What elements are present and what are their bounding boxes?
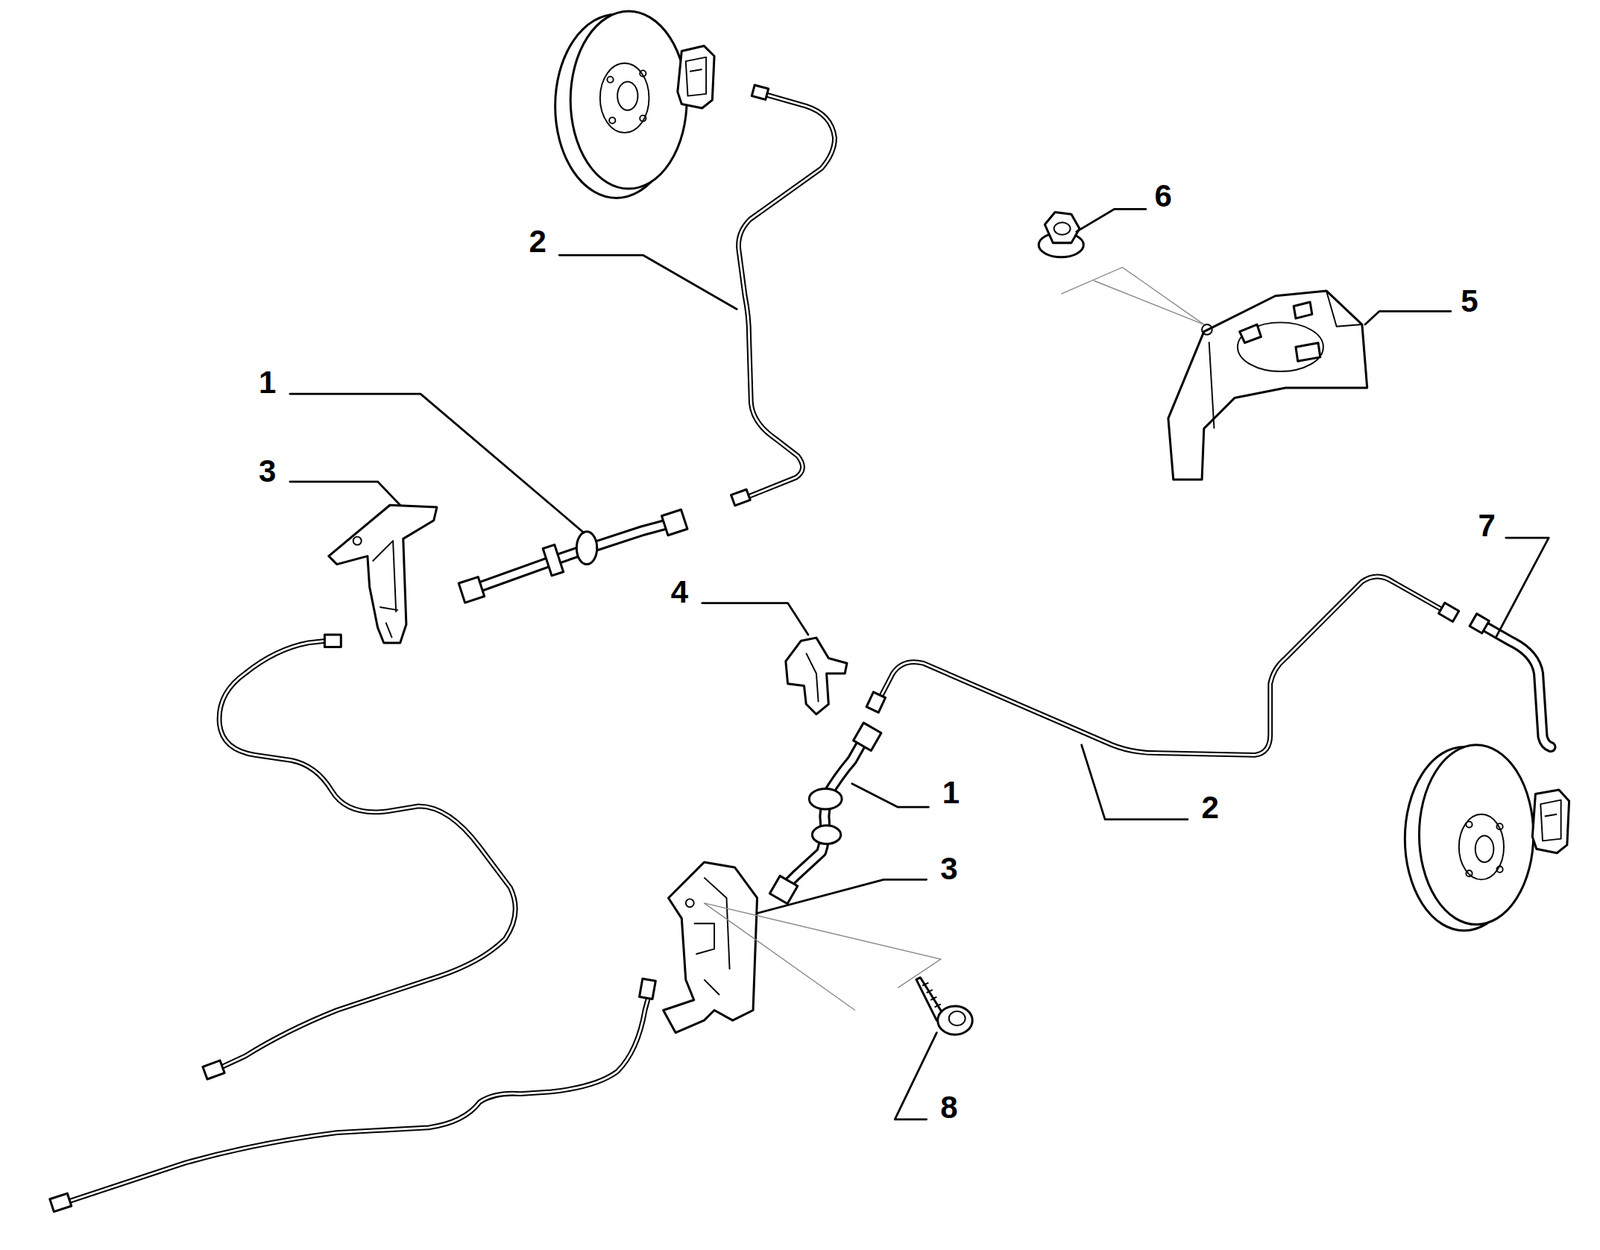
brake-disc: [555, 11, 715, 198]
callout-number: 6: [1153, 180, 1174, 212]
leader-line: [290, 208, 1549, 1119]
brake-pipe: [49, 84, 1551, 1212]
callout-number: 4: [669, 576, 690, 608]
callout-number: 1: [257, 366, 278, 399]
support-bracket: [1168, 290, 1368, 480]
callout-number: 8: [938, 1091, 959, 1123]
hose-bracket: [328, 504, 758, 1032]
brake-disc: [1404, 744, 1569, 931]
callout-number: 3: [257, 455, 278, 487]
callout-number: 2: [527, 225, 548, 258]
callout-number: 2: [1199, 791, 1220, 824]
assembly-line: [703, 266, 1204, 1010]
flange-nut: [1038, 212, 1084, 258]
callout-number: 3: [938, 852, 959, 885]
callout-number: 1: [940, 776, 962, 809]
brake-hose: [458, 509, 882, 903]
screw: [916, 977, 973, 1035]
callout-number: 7: [1476, 509, 1497, 542]
pipe-clip: [785, 637, 847, 715]
callout-number: 5: [1459, 285, 1480, 317]
